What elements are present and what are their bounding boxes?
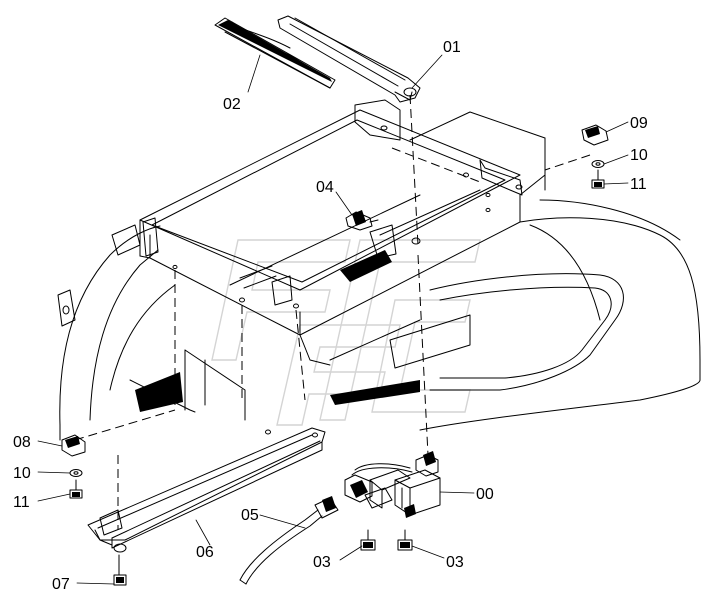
bracket-left[interactable] [61, 434, 86, 457]
callout-03-right: 03 [446, 554, 464, 571]
wiper-motor[interactable] [344, 451, 441, 518]
washer-right[interactable] [591, 160, 605, 168]
bolt-lower-left[interactable] [360, 529, 376, 551]
wire-harness[interactable] [239, 496, 339, 585]
callout-03-left: 03 [313, 554, 331, 571]
bolt-right[interactable] [591, 169, 605, 189]
bolt-left[interactable] [69, 479, 83, 499]
callout-07: 07 [52, 576, 70, 593]
bolt-lower-right[interactable] [397, 529, 413, 551]
callout-10-left: 10 [13, 465, 31, 482]
assembly-lines [74, 94, 591, 530]
callout-08: 08 [13, 434, 31, 451]
wiper-blade[interactable] [214, 17, 336, 89]
screw[interactable] [113, 554, 127, 586]
callout-00: 00 [476, 486, 494, 503]
callout-11-left: 11 [13, 494, 30, 511]
cab-structure [57, 99, 701, 441]
wiper-cover[interactable] [87, 427, 326, 553]
callout-02: 02 [223, 96, 241, 113]
callout-04: 04 [316, 179, 334, 196]
callout-05: 05 [241, 507, 259, 524]
leader-lines [37, 54, 629, 585]
callout-06: 06 [196, 544, 214, 561]
callout-01: 01 [443, 39, 461, 56]
washer-left[interactable] [69, 469, 83, 477]
callout-09: 09 [630, 115, 648, 132]
washer-nozzle[interactable] [345, 210, 379, 231]
callout-10-right: 10 [630, 147, 648, 164]
wiper-arm[interactable] [277, 15, 421, 103]
bracket-right[interactable] [581, 124, 609, 146]
callout-11-right: 11 [630, 176, 647, 193]
